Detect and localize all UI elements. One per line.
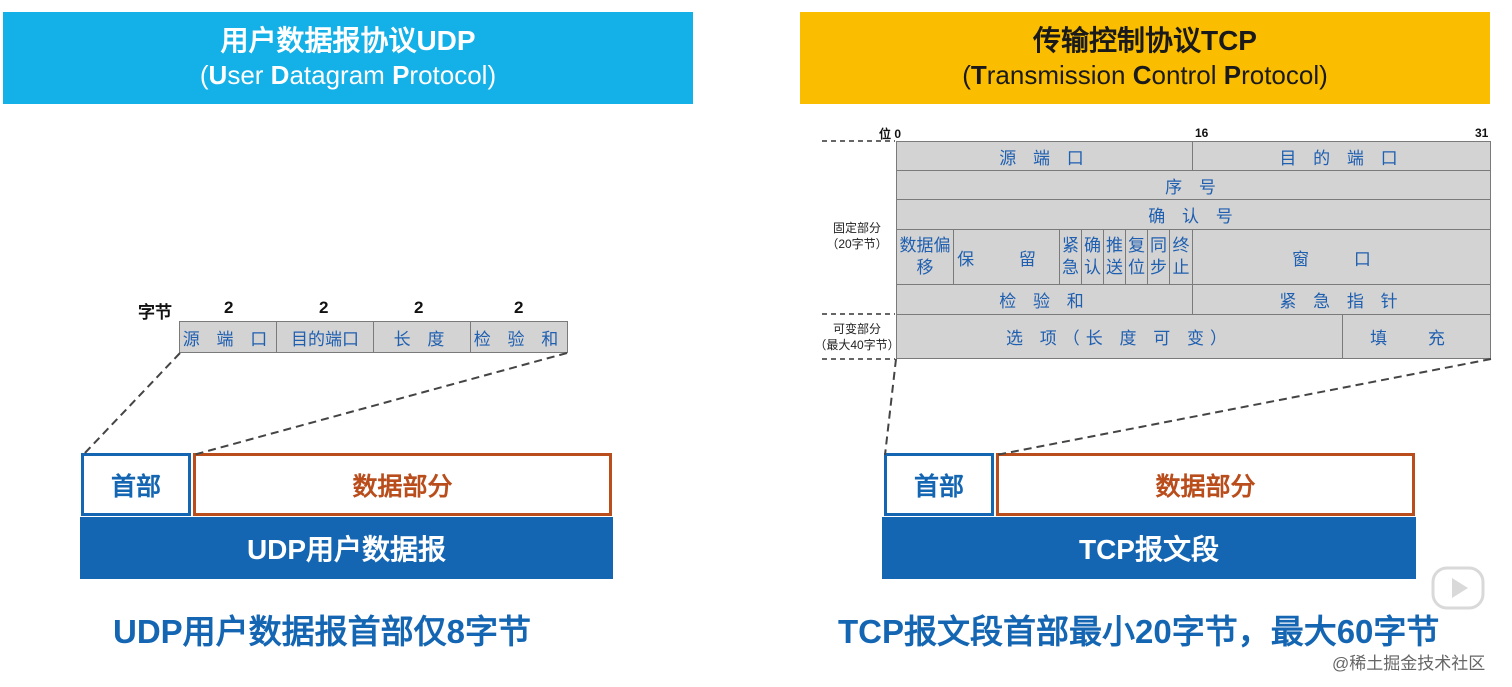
tcp-segment-bar: TCP报文段 bbox=[882, 517, 1416, 579]
udp-field-checksum: 检 验 和 bbox=[470, 321, 568, 353]
tcp-field-window: 窗 口 bbox=[1192, 229, 1491, 285]
tcp-fixed-part-label: 固定部分 （20字节） bbox=[826, 221, 888, 251]
tcp-flag-urg: 紧急 bbox=[1059, 229, 1082, 285]
udp-caption: UDP用户数据报首部仅8字节 bbox=[113, 613, 532, 650]
udp-byte-size: 2 bbox=[224, 298, 234, 317]
tcp-data-box: 数据部分 bbox=[996, 453, 1415, 516]
tcp-flag-fin: 终止 bbox=[1169, 229, 1193, 285]
tcp-bit-label-16: 16 bbox=[1195, 126, 1209, 140]
udp-data-box: 数据部分 bbox=[193, 453, 612, 516]
tcp-banner: 传输控制协议TCP (Transmission Control Protocol… bbox=[800, 12, 1490, 104]
play-icon[interactable] bbox=[1431, 566, 1485, 610]
tcp-header-box: 首部 bbox=[884, 453, 994, 516]
udp-byte-size: 2 bbox=[514, 298, 524, 317]
tcp-connector-left bbox=[884, 358, 897, 456]
tcp-flag-ack: 确认 bbox=[1081, 229, 1104, 285]
tcp-connector-right bbox=[995, 358, 1492, 456]
udp-field-dst-port: 目的端口 bbox=[276, 321, 374, 353]
udp-banner-subtitle: (User Datagram Protocol) bbox=[199, 60, 497, 90]
tcp-field-padding: 填 充 bbox=[1342, 314, 1491, 359]
udp-connector-right bbox=[192, 352, 568, 456]
udp-datagram-bar: UDP用户数据报 bbox=[80, 517, 613, 579]
udp-header-box: 首部 bbox=[81, 453, 191, 516]
tcp-field-options: 选 项（长 度 可 变） bbox=[896, 314, 1343, 359]
tcp-flag-rst: 复位 bbox=[1125, 229, 1148, 285]
udp-banner: 用户数据报协议UDP (User Datagram Protocol) bbox=[3, 12, 693, 104]
tcp-field-dst-port: 目 的 端 口 bbox=[1192, 141, 1491, 171]
udp-byte-size: 2 bbox=[319, 298, 329, 317]
udp-bytes-label: 字节 bbox=[138, 303, 172, 322]
tcp-variable-part-label: 可变部分 （最大40字节） bbox=[814, 322, 900, 352]
udp-byte-size: 2 bbox=[414, 298, 424, 317]
tcp-flag-psh: 推送 bbox=[1103, 229, 1126, 285]
tcp-field-data-offset: 数据偏移 bbox=[896, 229, 954, 285]
tcp-banner-title: 传输控制协议TCP bbox=[1032, 25, 1257, 56]
tcp-field-src-port: 源 端 口 bbox=[896, 141, 1193, 171]
tcp-bit-label-31: 31 bbox=[1475, 126, 1489, 140]
tcp-bit-label-0: 位 0 bbox=[879, 127, 902, 141]
udp-banner-title: 用户数据报协议UDP bbox=[220, 25, 476, 56]
tcp-banner-subtitle: (Transmission Control Protocol) bbox=[962, 60, 1328, 90]
udp-connector-left bbox=[82, 352, 181, 456]
tcp-caption: TCP报文段首部最小20字节，最大60字节 bbox=[838, 613, 1440, 650]
tcp-field-ack-number: 确 认 号 bbox=[896, 199, 1491, 230]
udp-field-src-port: 源 端 口 bbox=[179, 321, 277, 353]
watermark: @稀土掘金技术社区 bbox=[1332, 654, 1486, 673]
